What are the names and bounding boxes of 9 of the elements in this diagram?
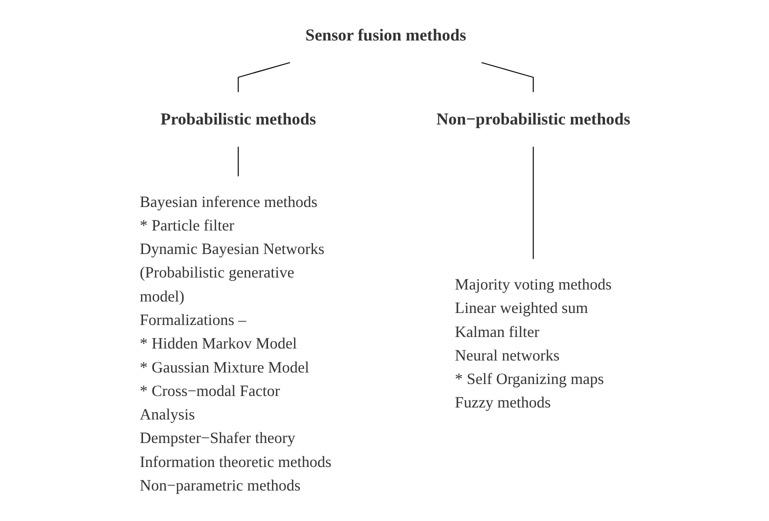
connector (237, 62, 290, 93)
node-text: Probabilistic methods (160, 110, 316, 129)
node-text: Non−probabilistic methods (436, 110, 630, 129)
connector (532, 146, 534, 260)
node-text: Majority voting methods Linear weighted sum Kalman filter Neural networks * Self Organizing maps Fuzzy methods (454, 276, 612, 412)
node-text: Sensor fusion methods (304, 26, 466, 44)
connector (480, 62, 534, 93)
connector (237, 146, 238, 177)
node-text: Bayesian inference methods * Particle filter Dynamic Bayesian Networks (Probabilistic generative model) Formalizations – * Hidden Markov Model * Gaussian Mixture Model * Cross−modal Factor Analysis Dempster−Shafer theory Information theoretic methods Non−parametric methods (139, 194, 331, 494)
